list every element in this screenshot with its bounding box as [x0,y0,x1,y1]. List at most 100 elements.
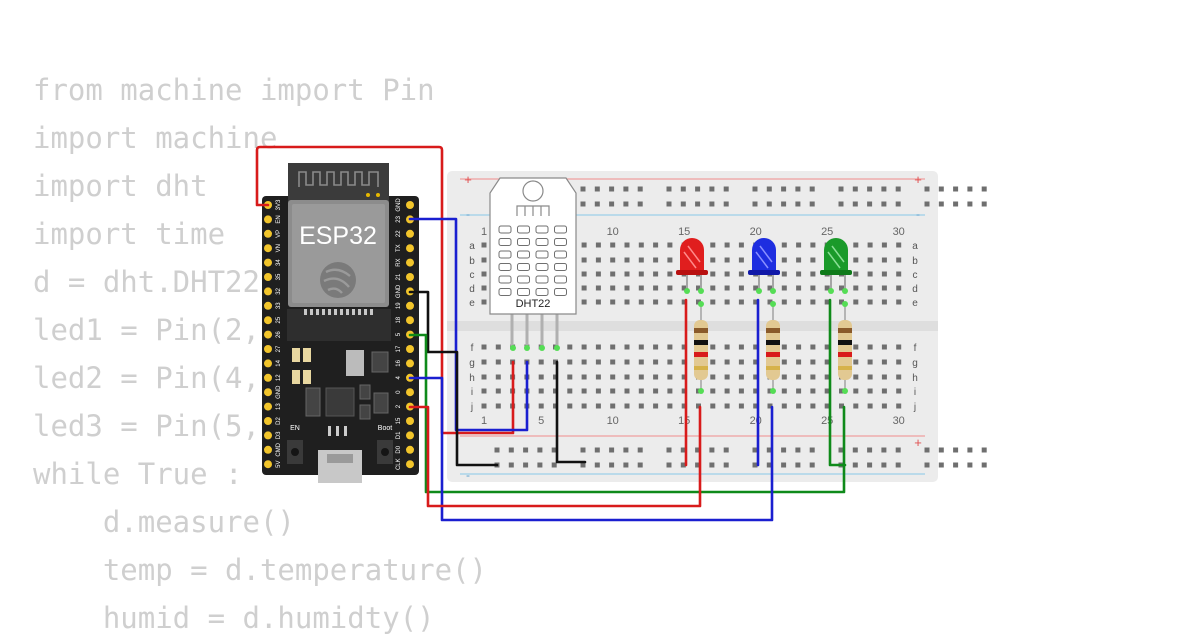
pin-label: 19 [396,302,402,309]
breadboard-hole [537,462,543,468]
breadboard-hole [581,271,587,277]
breadboard-hole [638,285,644,291]
connection-dot [770,288,776,294]
breadboard-hole [753,374,759,380]
breadboard-hole [795,201,801,207]
breadboard-hole [609,447,615,453]
header-pin[interactable] [406,258,414,267]
breadboard-hole [695,462,701,468]
breadboard-hole [881,344,887,350]
row-letter: j [913,402,916,413]
breadboard-hole [494,447,500,453]
breadboard-hole [981,447,987,453]
pin-label: 21 [396,273,402,280]
blue-led [752,238,776,272]
header-pin[interactable] [406,388,414,397]
header-pin[interactable] [406,229,414,238]
pin-label: 18 [396,316,402,323]
breadboard-hole [781,201,787,207]
header-pin[interactable] [264,244,272,253]
header-pin[interactable] [406,345,414,353]
breadboard-hole [896,271,902,277]
header-pin[interactable] [406,244,414,253]
breadboard-hole [781,271,787,277]
header-pin[interactable] [406,201,414,209]
row-letter: d [469,284,475,295]
breadboard-hole [967,462,973,468]
header-pin[interactable] [406,359,414,368]
header-pin[interactable] [264,431,272,440]
resistor-band-red [766,352,780,357]
breadboard-hole [838,186,844,192]
breadboard-hole [881,271,887,277]
grille-slot [535,238,549,246]
header-pin[interactable] [406,301,414,310]
pin-label: RX [396,258,402,266]
header-pin[interactable] [264,402,272,411]
breadboard-hole [495,344,501,350]
header-pin[interactable] [264,330,272,339]
header-pin[interactable] [264,229,272,238]
header-pin[interactable] [264,215,272,224]
wire-gpio4-to-blue-led [408,376,774,522]
grille-slot [554,288,567,296]
breadboard-hole [637,462,643,468]
breadboard-hole [638,344,644,350]
breadboard-hole [681,299,687,305]
breadboard-hole [667,403,673,409]
breadboard-hole [824,299,830,305]
header-pin[interactable] [406,316,414,325]
breadboard-hole [767,403,773,409]
breadboard-hole [796,299,802,305]
header-pin[interactable] [264,460,272,469]
breadboard-hole [667,374,673,380]
breadboard-hole [852,186,858,192]
row-letter: j [470,402,473,413]
breadboard-hole [538,374,544,380]
breadboard-hole [681,344,687,350]
breadboard-hole [610,242,616,248]
header-pin[interactable] [264,388,272,397]
breadboard-hole [781,344,787,350]
connection-dot [698,388,704,394]
breadboard-hole [624,257,630,263]
header-pin[interactable] [264,445,272,454]
pin-label: D3 [276,431,282,439]
breadboard-hole [881,403,887,409]
breadboard-hole [881,285,887,291]
breadboard-hole [595,344,601,350]
header-pin[interactable] [264,301,272,310]
header-pin[interactable] [406,460,414,469]
header-pin[interactable] [406,273,414,281]
minus-sign: - [466,207,470,221]
breadboard-hole [538,388,544,394]
header-pin[interactable] [264,258,272,267]
breadboard-hole [667,388,673,394]
breadboard-hole [723,201,729,207]
breadboard-hole [667,271,673,277]
breadboard-hole [867,242,873,248]
header-pin[interactable] [264,373,272,382]
smd-resistor [328,426,331,436]
header-pin[interactable] [264,417,272,425]
breadboard-hole [580,447,586,453]
breadboard-hole [896,403,902,409]
header-pin[interactable] [406,431,414,440]
breadboard-hole [810,271,816,277]
breadboard-hole [481,299,487,305]
row-letter: h [469,373,475,384]
breadboard-hole [781,388,787,394]
header-pin[interactable] [264,359,272,368]
header-pin[interactable] [406,417,414,425]
header-pin[interactable] [264,345,272,353]
header-pin[interactable] [264,273,272,281]
resistor-band-gold [694,366,708,370]
indicator-dot [376,193,380,197]
grille-slot [517,238,530,246]
castellation-pad [346,309,349,315]
row-letter: f [914,343,917,354]
header-pin[interactable] [406,445,414,454]
header-pin[interactable] [264,287,272,296]
header-pin[interactable] [264,316,272,325]
row-letter: b [912,256,918,267]
